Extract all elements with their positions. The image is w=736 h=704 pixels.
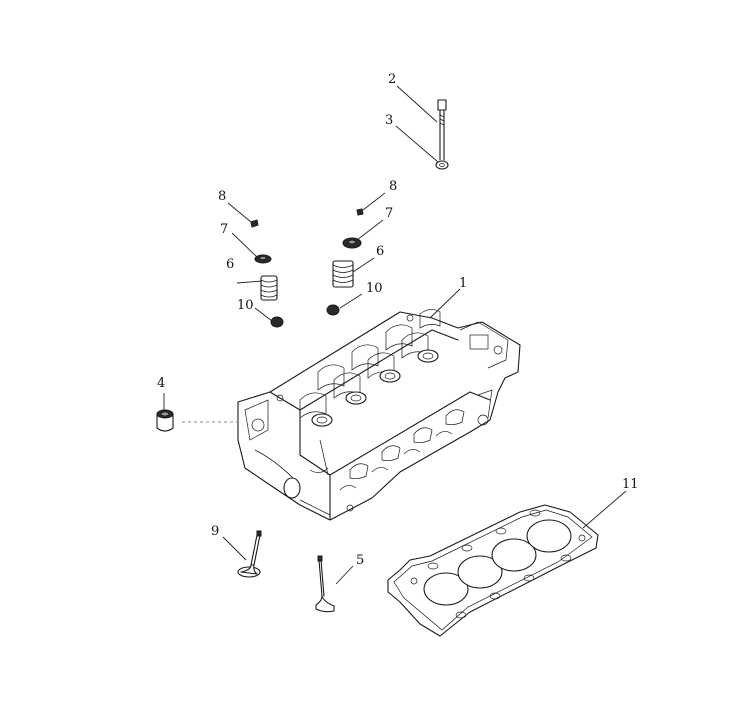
callout-labels: 1 2 3 4 5 6 6 7 7 8 8 9 10 10 11 (157, 72, 639, 568)
callout-7-right: 7 (385, 206, 393, 221)
bolt-washer-part (435, 160, 449, 170)
left-valve-seal-part (270, 316, 284, 328)
left-valve-keeper-part (250, 219, 259, 228)
right-spring-retainer-part (342, 237, 362, 249)
head-gasket-part (387, 504, 599, 637)
left-spring-retainer-part (254, 254, 272, 264)
callout-2: 2 (388, 72, 396, 87)
callout-4: 4 (157, 376, 165, 391)
head-bolt-part (437, 99, 447, 161)
left-valve-spring-part (260, 275, 278, 301)
callout-5: 5 (356, 553, 364, 568)
callout-1: 1 (459, 276, 467, 291)
valve-guide-bushing-part (156, 409, 174, 432)
callout-8-left: 8 (218, 189, 226, 204)
cylinder-head-part (237, 309, 521, 521)
callout-9: 9 (211, 524, 219, 539)
right-valve-keeper-part (356, 208, 364, 216)
callout-3: 3 (385, 113, 393, 128)
callout-8-right: 8 (389, 179, 397, 194)
callout-7-left: 7 (220, 222, 228, 237)
callout-10-left: 10 (237, 298, 254, 313)
callout-10-right: 10 (366, 281, 383, 296)
right-valve-seal-part (326, 304, 340, 316)
intake-valve-part (237, 530, 262, 578)
leader-lines (163, 85, 627, 585)
exhaust-valve-part (315, 555, 335, 613)
callout-11: 11 (622, 477, 639, 492)
right-valve-spring-part (332, 260, 354, 288)
callout-6-left: 6 (226, 257, 234, 272)
callout-6-right: 6 (376, 244, 384, 259)
